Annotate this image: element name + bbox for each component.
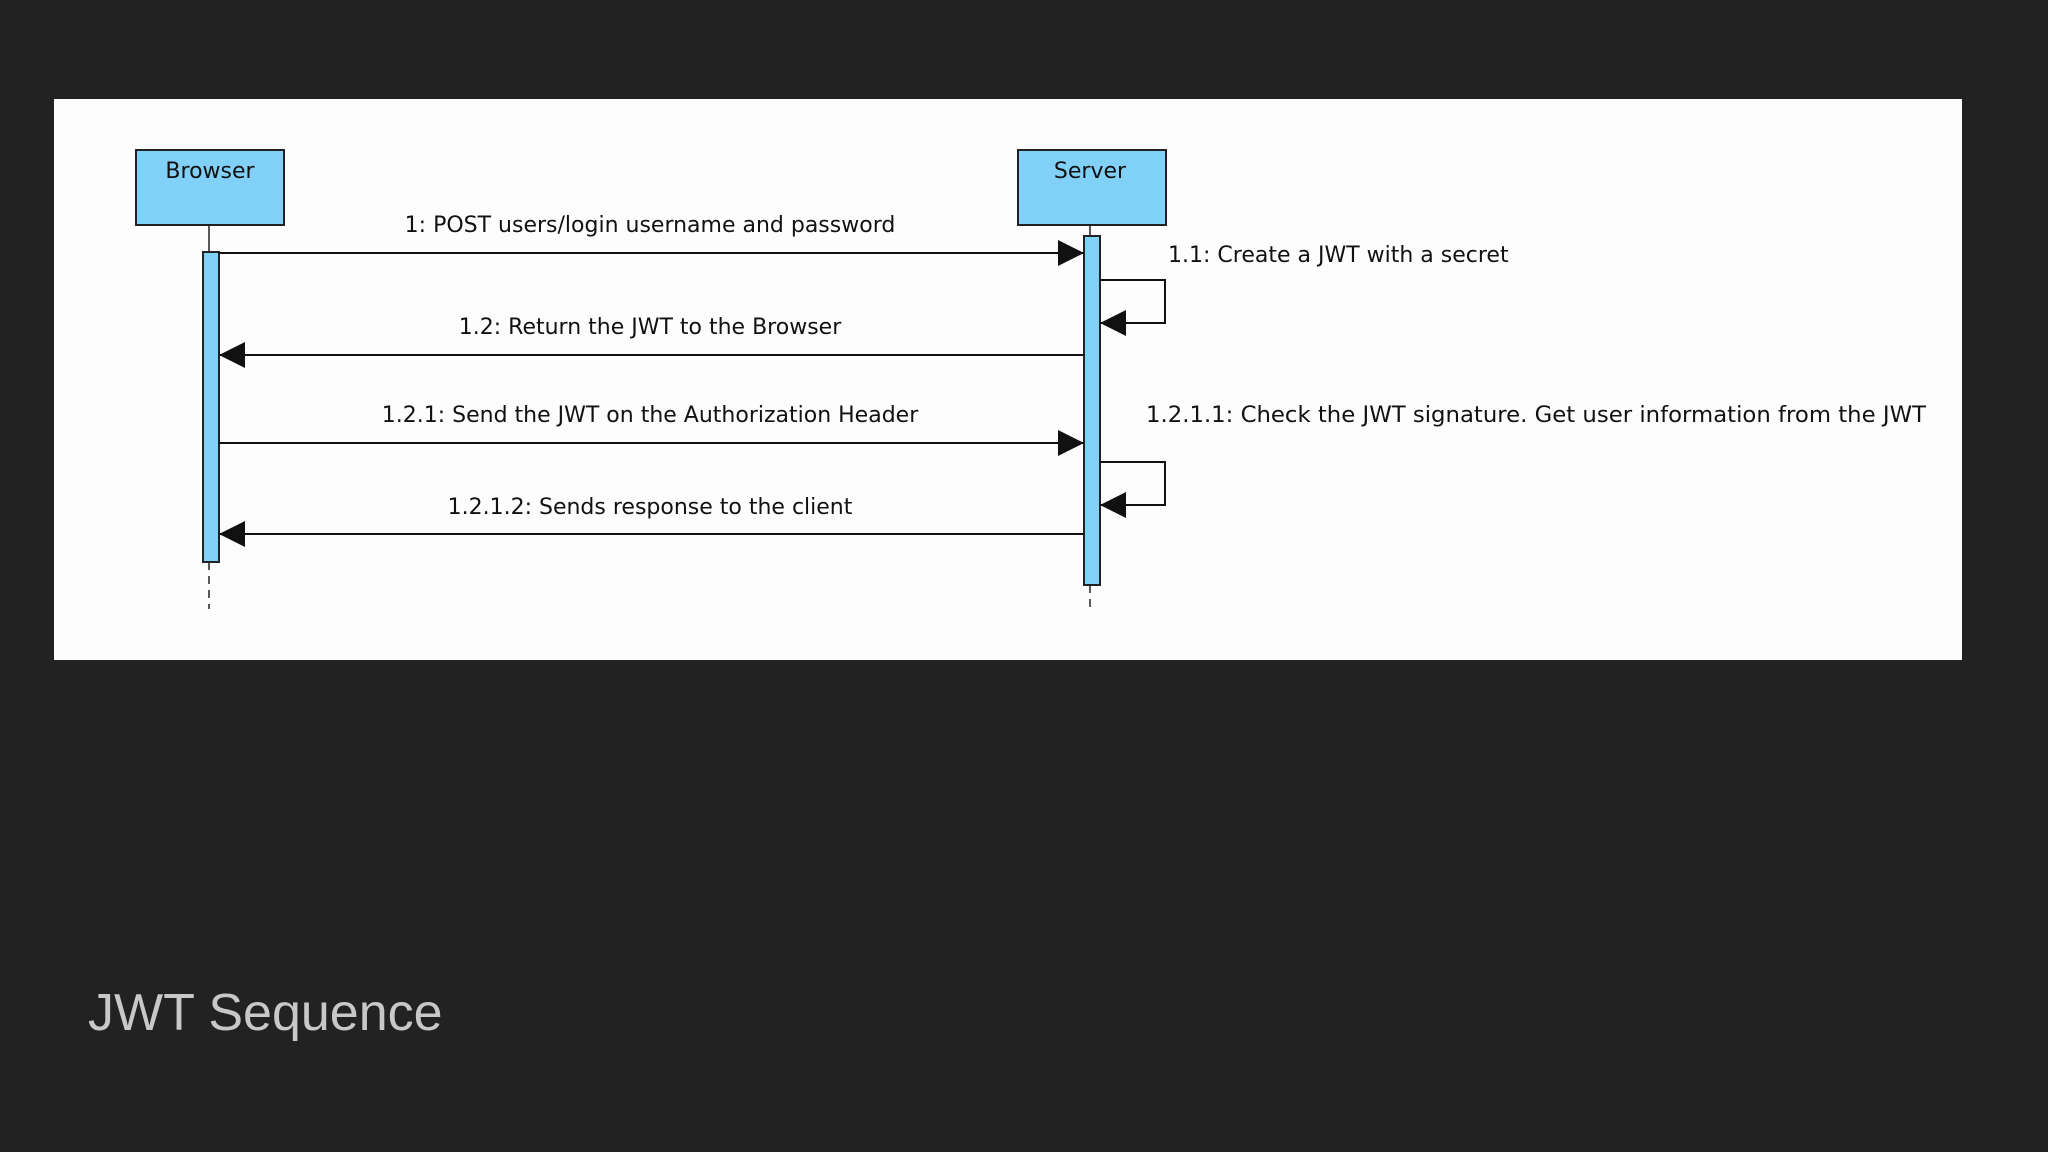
message-label-1-2-1-1: 1.2.1.1: Check the JWT signature. Get us… [1146,403,1927,428]
message-arrow-1-1 [1100,279,1166,336]
actor-box-server [1017,149,1167,226]
actor-box-browser [135,149,285,226]
message-label-1-2: 1.2: Return the JWT to the Browser [459,315,842,340]
actor-server: Server [1017,149,1167,226]
message-label-1-2-1: 1.2.1: Send the JWT on the Authorization… [382,403,919,428]
actor-label-browser: Browser [165,159,255,184]
message-arrow-1-2-1-1 [1100,461,1166,518]
sequence-diagram-panel: Browser Server 1: POST users/login usern… [54,99,1962,660]
sequence-diagram: Browser Server 1: POST users/login usern… [135,149,1927,609]
message-label-1: 1: POST users/login username and passwor… [405,213,896,238]
actor-label-server: Server [1054,159,1127,184]
activation-bar-server [1083,235,1101,586]
message-label-1-2-1-2: 1.2.1.2: Sends response to the client [448,495,853,520]
activation-bar-browser [202,251,220,563]
slide-title: JWT Sequence [88,984,443,1042]
actor-browser: Browser [135,149,285,226]
message-label-1-1: 1.1: Create a JWT with a secret [1168,243,1509,268]
